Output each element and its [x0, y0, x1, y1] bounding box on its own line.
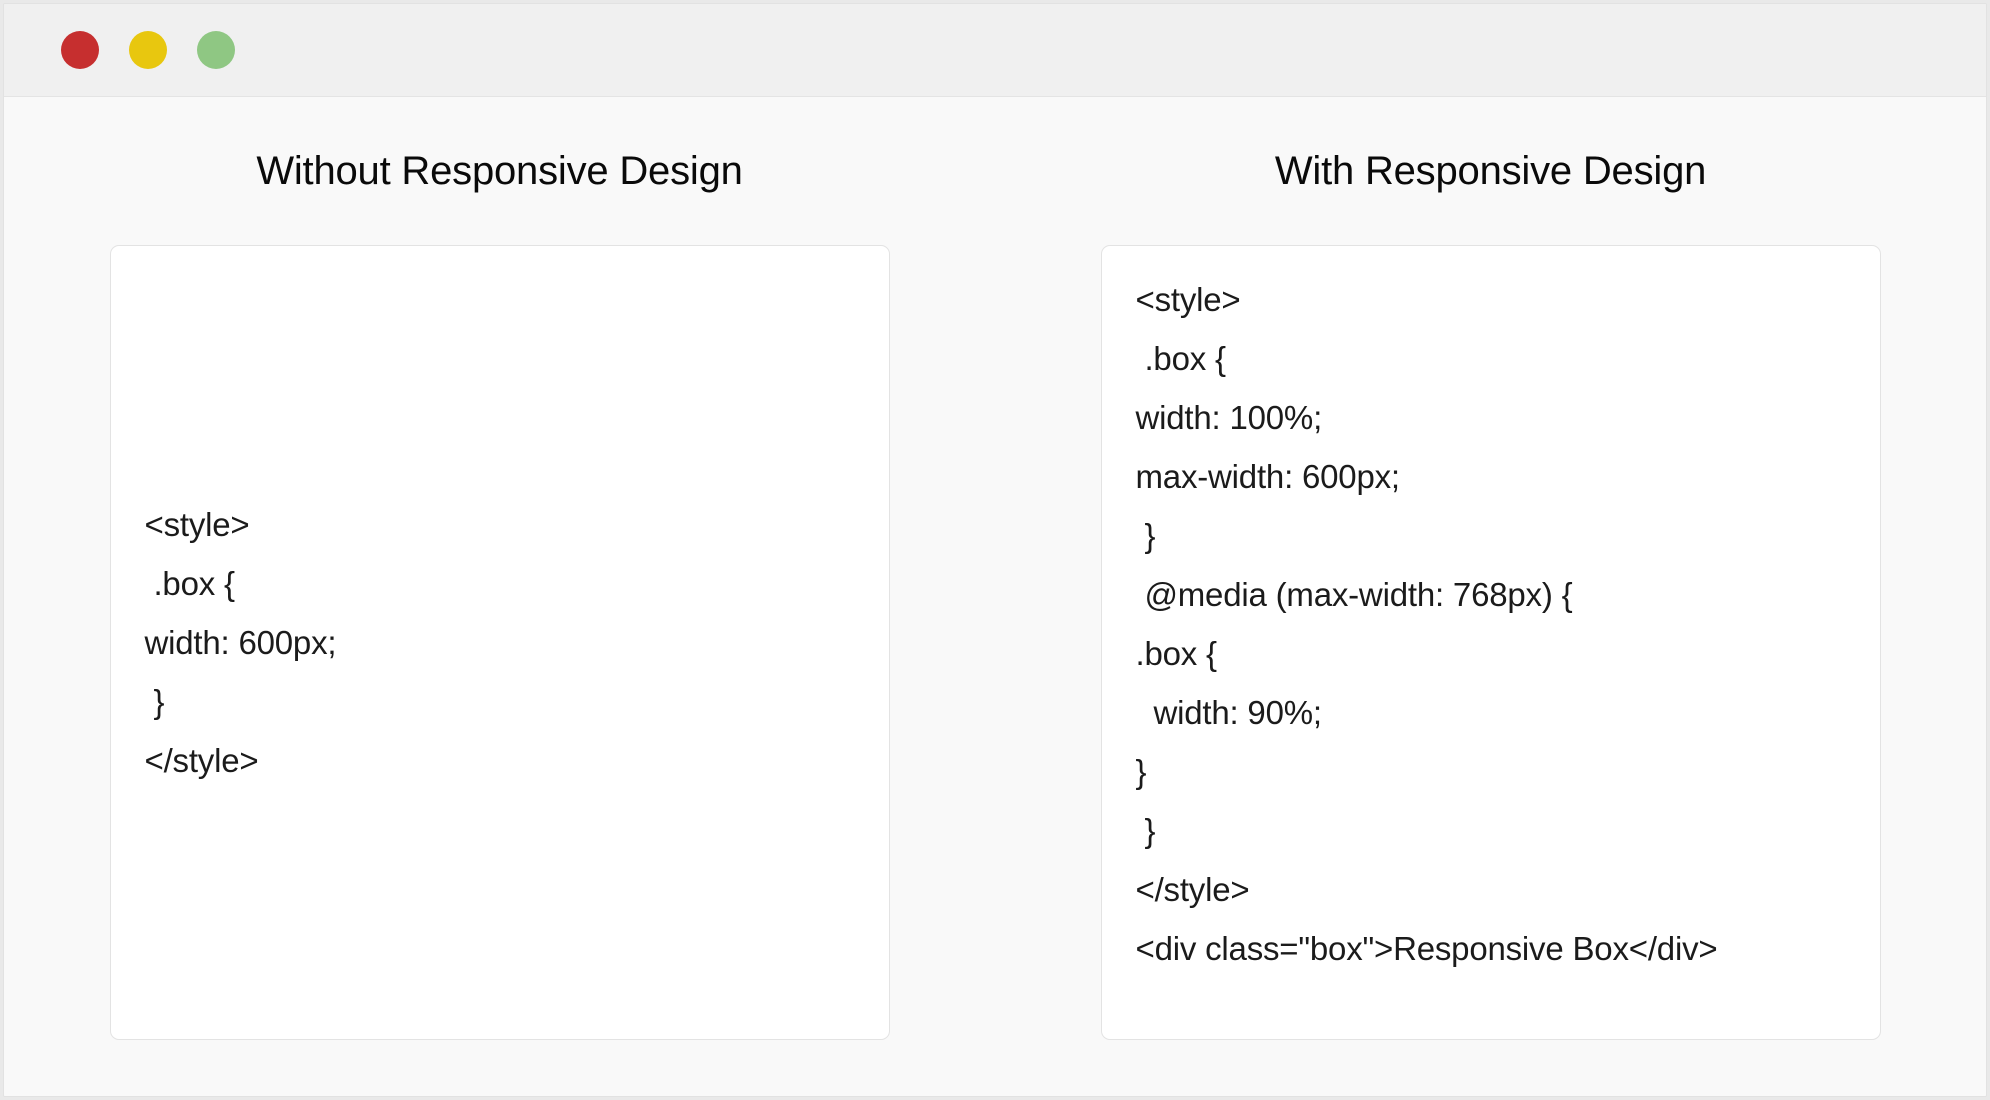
app-window: Without Responsive Design <style> .box {…	[3, 3, 1987, 1097]
window-titlebar	[4, 4, 1986, 97]
page-title-without-responsive: Without Responsive Design	[256, 149, 743, 193]
column-without-responsive: Without Responsive Design <style> .box {…	[4, 97, 995, 1096]
maximize-window-button[interactable]	[197, 31, 235, 69]
code-snippet-without-responsive: <style> .box { width: 600px; } </style>	[144, 506, 337, 779]
code-panel-with-responsive: <style> .box { width: 100%; max-width: 6…	[1100, 245, 1881, 1040]
traffic-light-controls	[61, 31, 235, 69]
code-snippet-with-responsive: <style> .box { width: 100%; max-width: 6…	[1135, 281, 1718, 967]
page-title-with-responsive: With Responsive Design	[1274, 149, 1707, 193]
close-window-button[interactable]	[61, 31, 99, 69]
code-panel-without-responsive: <style> .box { width: 600px; } </style>	[109, 245, 890, 1040]
minimize-window-button[interactable]	[129, 31, 167, 69]
comparison-content: Without Responsive Design <style> .box {…	[4, 97, 1986, 1096]
column-with-responsive: With Responsive Design <style> .box { wi…	[995, 97, 1986, 1096]
